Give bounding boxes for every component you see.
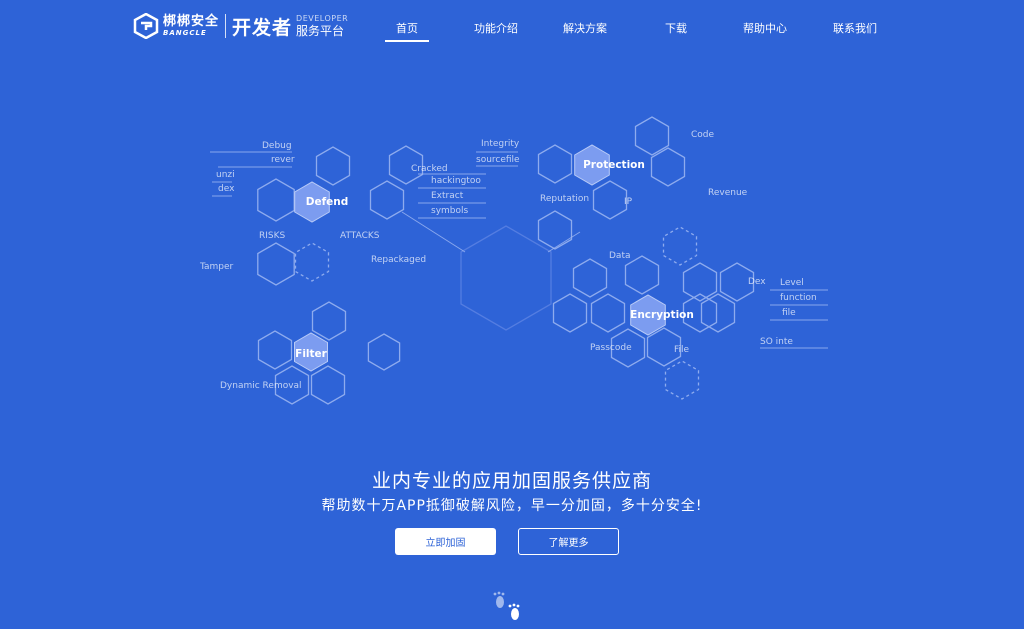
molecule-hexagon xyxy=(257,178,295,222)
code-label: Code xyxy=(691,130,715,140)
reputation-label: Reputation xyxy=(540,194,589,204)
tamper-label: Tamper xyxy=(199,262,234,272)
nav-item-help-center[interactable]: 帮助中心 xyxy=(743,22,787,35)
molecule-hexagon xyxy=(634,116,670,156)
hero-title: 业内专业的应用加固服务供应商 xyxy=(371,470,652,492)
molecule-hexagon xyxy=(257,242,295,286)
sourcefile-label: sourcefile xyxy=(476,155,520,165)
defend-label: Defend xyxy=(306,196,349,208)
developer-en: DEVELOPER xyxy=(296,14,349,23)
top-header: 梆梆安全 BANGCLE 开发者 DEVELOPER 服务平台 首页 功能介绍 … xyxy=(0,0,1024,52)
molecule-hexagon xyxy=(537,210,573,250)
developer-subtitle: DEVELOPER 服务平台 xyxy=(296,14,349,38)
dex-left-label: dex xyxy=(218,184,235,194)
data-label: Data xyxy=(609,251,631,261)
molecule-hexagon xyxy=(274,365,310,405)
brand-name-en: BANGCLE xyxy=(163,29,207,37)
dynamic-removal-label: Dynamic Removal xyxy=(220,381,302,391)
ip-label: IP xyxy=(624,197,633,207)
risks-label: RISKS xyxy=(259,231,286,241)
symbols-label: symbols xyxy=(431,206,469,216)
so-inte-label: SO inte xyxy=(760,337,793,347)
molecule-hexagon xyxy=(257,330,293,370)
dex-right-label: Dex xyxy=(748,277,766,287)
rever-label: rever xyxy=(271,155,295,165)
nav-item-solutions[interactable]: 解决方案 xyxy=(563,22,607,35)
file-bottom-label: File xyxy=(674,345,690,355)
passcode-label: Passcode xyxy=(590,343,632,353)
scroll-down-footprints-icon[interactable] xyxy=(490,590,526,624)
molecule-hexagon xyxy=(662,226,698,266)
molecule-hexagon xyxy=(682,262,718,302)
core-hexagon xyxy=(294,332,328,372)
molecule-hexagon xyxy=(682,293,718,333)
unzi-label: unzi xyxy=(216,170,235,180)
molecule-hexagon xyxy=(590,293,626,333)
main-nav: 首页 功能介绍 解决方案 下载 帮助中心 联系我们 xyxy=(0,20,1024,42)
function-label: function xyxy=(780,293,817,303)
molecule-hexagon xyxy=(650,147,686,187)
brand-wordmark: 梆梆安全 BANGCLE xyxy=(163,15,219,37)
hero-subtitle: 帮助数十万APP抵御破解风险，早一分加固，多十分安全! xyxy=(321,498,703,514)
central-hexagon xyxy=(460,225,552,331)
harden-now-button[interactable]: 立即加固 xyxy=(395,528,496,555)
core-hexagon xyxy=(294,181,330,223)
molecule-hexagon xyxy=(624,255,660,295)
bangcle-logo-icon xyxy=(133,13,159,39)
logo-divider xyxy=(225,14,227,38)
core-hexagon xyxy=(630,294,666,336)
level-label: Level xyxy=(780,278,804,288)
integrity-label: Integrity xyxy=(481,139,520,149)
filter-label: Filter xyxy=(295,348,328,360)
nav-item-home[interactable]: 首页 xyxy=(367,20,447,42)
extract-label: Extract xyxy=(431,191,464,201)
molecule-hexagon xyxy=(552,293,588,333)
molecule-hexagon xyxy=(719,262,755,302)
brand-logo[interactable]: 梆梆安全 BANGCLE 开发者 DEVELOPER 服务平台 xyxy=(133,11,348,41)
molecule-hexagon xyxy=(572,258,608,298)
molecule-hexagon xyxy=(700,293,736,333)
developer-title: 开发者 xyxy=(232,16,293,39)
nav-item-features[interactable]: 功能介绍 xyxy=(474,22,518,35)
learn-more-button[interactable]: 了解更多 xyxy=(518,528,619,555)
molecule-hexagon xyxy=(664,360,700,400)
revenue-label: Revenue xyxy=(708,188,748,198)
file-right-label: file xyxy=(782,308,796,318)
molecule-hexagon xyxy=(294,242,330,282)
attacks-label: ATTACKS xyxy=(340,231,380,241)
molecule-hexagon xyxy=(315,146,351,186)
brand-name-cn: 梆梆安全 xyxy=(163,14,220,29)
nav-item-download[interactable]: 下载 xyxy=(665,22,687,35)
molecule-hexagon xyxy=(310,365,346,405)
repackaged-label: Repackaged xyxy=(371,255,426,265)
core-hexagon xyxy=(574,144,610,186)
molecule-hexagon xyxy=(311,301,347,341)
molecule-hexagon xyxy=(646,327,682,367)
hackingtoo-label: hackingtoo xyxy=(431,176,481,186)
nav-item-contact-us[interactable]: 联系我们 xyxy=(833,22,877,35)
service-platform-label: 服务平台 xyxy=(296,24,345,38)
molecule-hexagon xyxy=(610,328,646,368)
molecule-hexagon xyxy=(537,144,573,184)
cracked-label: Cracked xyxy=(411,164,448,174)
encryption-label: Encryption xyxy=(630,309,694,321)
molecule-hexagon xyxy=(367,333,401,371)
molecule-hexagon xyxy=(592,180,628,220)
protection-label: Protection xyxy=(583,159,645,171)
debug-label: Debug xyxy=(262,141,292,151)
molecule-hexagon xyxy=(369,180,405,220)
